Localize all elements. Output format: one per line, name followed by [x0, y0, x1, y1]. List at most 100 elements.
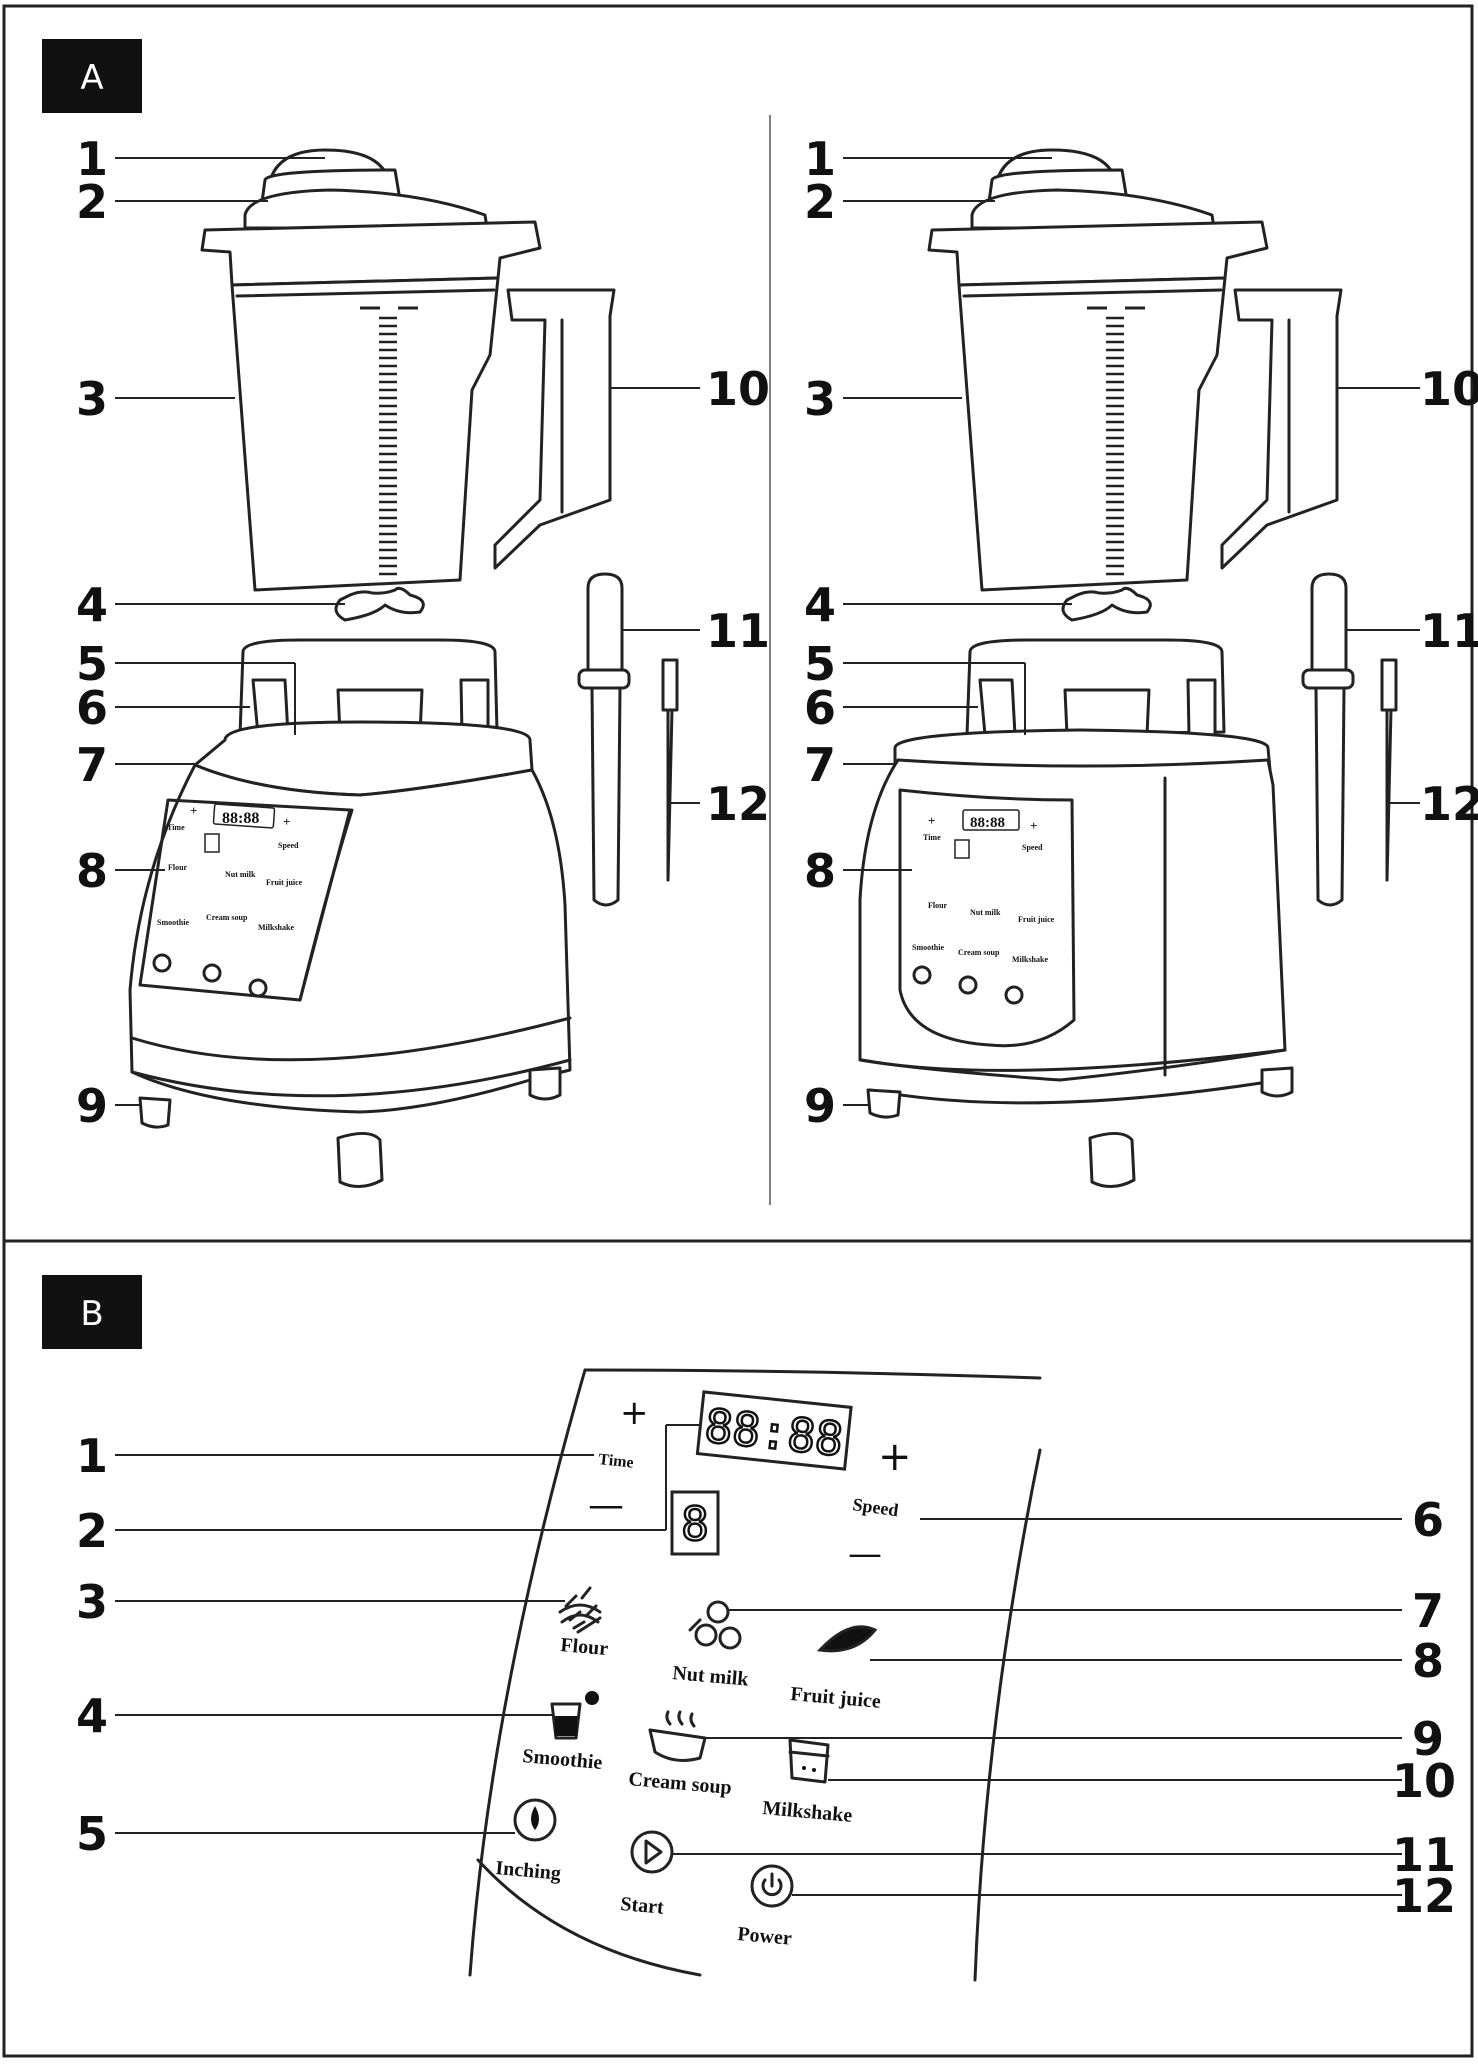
mini-flour-label: Flour: [168, 863, 188, 872]
time-label: Time: [598, 1451, 635, 1472]
mini-power-icon: [1004, 985, 1024, 1005]
jug-inner-rim: [235, 288, 496, 298]
mini-speed-label: Speed: [1022, 843, 1043, 852]
base-lower-band: [130, 1016, 572, 1062]
panel-left-curve: [468, 1368, 587, 1977]
mini-speed-display: [954, 839, 970, 859]
b-callout-3: 3: [76, 1575, 108, 1629]
callout-left-6: 6: [76, 681, 108, 735]
mini-fruit-juice-label: Fruit juice: [266, 878, 303, 887]
power-label: Power: [737, 1923, 793, 1950]
jug-inner-rim: [962, 288, 1223, 298]
foot-left: [866, 1088, 902, 1119]
cream-soup-label: Cream soup: [628, 1768, 733, 1799]
b-callout-11: 11: [1392, 1828, 1456, 1882]
b-callout-12: 12: [1392, 1869, 1456, 1923]
callout-right-5: 5: [804, 637, 836, 691]
mini-time-label: Time: [923, 833, 941, 842]
mini-flour-label: Flour: [928, 901, 948, 910]
mini-nut-milk-label: Nut milk: [225, 870, 256, 879]
svg-text:A: A: [80, 58, 103, 98]
b-callout-9: 9: [1412, 1712, 1444, 1766]
panel-a-tag: A: [42, 39, 142, 113]
callout-right-10: 10: [1420, 362, 1478, 416]
panel-b-leader-lines: [115, 1424, 1402, 1896]
callout-right-7: 7: [804, 738, 836, 792]
base-collar: [893, 728, 1272, 774]
lid-rim: [200, 220, 542, 287]
callout-left-1: 1: [76, 132, 108, 186]
mini-speed-display: [204, 833, 220, 853]
mini-inching-icon: [152, 953, 172, 973]
callout-right-4: 4: [804, 578, 836, 632]
mini-control-panel: 88:88 + Time + Speed Flour Nut milk Frui…: [912, 809, 1055, 1005]
blade: [1061, 586, 1152, 622]
callout-right-8: 8: [804, 844, 836, 898]
blender-round-base: 88:88 + Time + Speed Flour Nut milk Frui…: [128, 148, 616, 1188]
speed-display-digit: 8: [681, 1497, 709, 1551]
mini-cream-soup-label: Cream soup: [958, 948, 1000, 957]
start-label: Start: [620, 1893, 665, 1919]
mini-time-plus: +: [928, 813, 935, 828]
panel-b-callouts: 1 2 3 4 5 6 7 8 9 10 11 12: [76, 1429, 1456, 1923]
b-callout-7: 7: [1412, 1584, 1444, 1638]
mini-milkshake-label: Milkshake: [1012, 955, 1048, 964]
mini-smoothie-label: Smoothie: [157, 918, 189, 927]
mini-control-panel: 88:88 + Time + Speed Flour Nut milk Frui…: [152, 803, 303, 998]
base-body: [128, 763, 572, 1114]
callout-right-1: 1: [804, 132, 836, 186]
milkshake-icon: [788, 1738, 830, 1784]
mini-start-icon: [202, 963, 222, 983]
cream-soup-icon: [648, 1710, 707, 1762]
b-callout-4: 4: [76, 1689, 108, 1743]
time-plus-button: +: [620, 1393, 649, 1433]
callout-left-11: 11: [706, 604, 770, 658]
milkshake-label: Milkshake: [762, 1797, 854, 1827]
speed-plus-button: +: [878, 1434, 912, 1480]
callout-left-3: 3: [76, 372, 108, 426]
tamper-left: [577, 572, 631, 907]
brush-right: [1380, 658, 1398, 882]
coupling-slot-left: [978, 678, 1017, 737]
callout-left-10: 10: [706, 362, 770, 416]
coupling-slot-right: [1186, 678, 1217, 737]
mini-start-icon: [958, 975, 978, 995]
tamper-right: [1301, 572, 1355, 907]
mini-time-digits: 88:88: [222, 810, 259, 827]
speed-display: 8: [670, 1490, 720, 1556]
inching-label: Inching: [495, 1857, 562, 1885]
power-icon: [750, 1864, 794, 1908]
panel-b-tag: B: [42, 1275, 142, 1349]
callout-left-4: 4: [76, 578, 108, 632]
time-display: 88:88: [695, 1390, 853, 1471]
outer-frame: [2, 4, 1474, 2058]
mini-time-label: Time: [167, 823, 185, 832]
fruit-juice-label: Fruit juice: [790, 1683, 882, 1713]
mini-nut-milk-label: Nut milk: [970, 908, 1001, 917]
jug-measurement-scale: [360, 306, 418, 576]
jug-body: [957, 276, 1227, 592]
panel-top-curve: [583, 1368, 1042, 1380]
panel-bottom-curve: [476, 1858, 702, 1977]
b-callout-1: 1: [76, 1429, 108, 1483]
coupling-block: [965, 638, 1226, 737]
base-plinth: [868, 1078, 1282, 1105]
foot-left: [138, 1096, 172, 1129]
callout-left-7: 7: [76, 738, 108, 792]
jug-handle: [1220, 288, 1343, 570]
callout-left-12: 12: [706, 777, 770, 831]
b-callout-2: 2: [76, 1504, 108, 1558]
mini-smoothie-label: Smoothie: [912, 943, 944, 952]
time-display-frame: [695, 1390, 853, 1471]
callout-right-6: 6: [804, 681, 836, 735]
mini-speed-plus: +: [283, 814, 290, 829]
mini-cream-soup-label: Cream soup: [206, 913, 248, 922]
panel-a-callouts-left: 1 2 3 4 5 6 7 8 9 10 11 12: [76, 132, 770, 1133]
mini-time-digits: 88:88: [970, 815, 1005, 831]
brush-left: [661, 658, 679, 882]
callout-left-5: 5: [76, 637, 108, 691]
coupling-slot-mid: [1063, 688, 1151, 737]
mini-speed-label: Speed: [278, 841, 299, 850]
lid-rim: [927, 220, 1269, 287]
lid: [243, 188, 489, 230]
